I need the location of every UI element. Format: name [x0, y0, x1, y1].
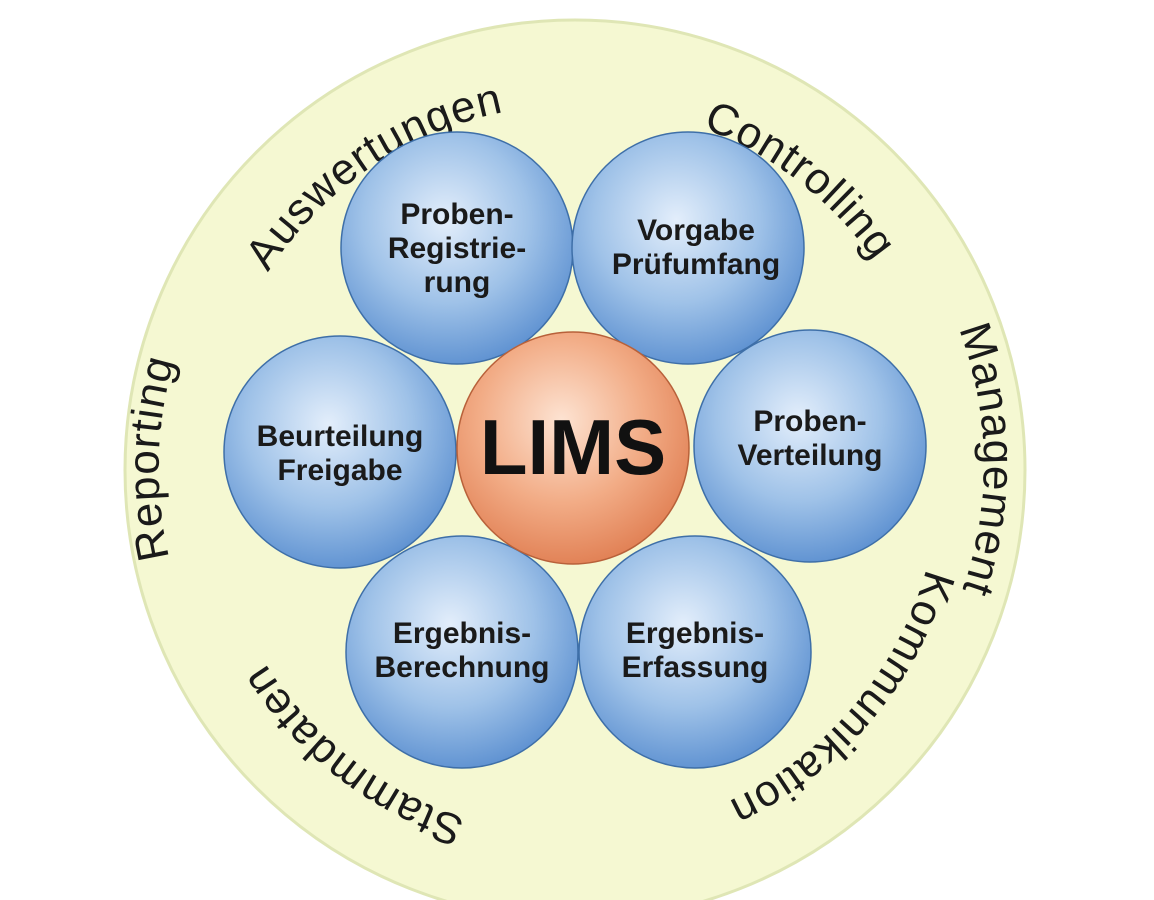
module-label-line: Proben- — [753, 405, 866, 438]
module-proben-registrierung: Proben- Registrie- rung — [340, 131, 574, 365]
module-beurteilung-freigabe: Beurteilung Freigabe — [223, 335, 457, 569]
module-label-line: Freigabe — [277, 454, 402, 487]
module-label-line: Ergebnis- — [393, 617, 531, 650]
center-node: LIMS — [456, 331, 690, 565]
module-label-line: Registrie- — [388, 232, 526, 265]
module-label-line: rung — [424, 266, 491, 299]
module-label-line: Ergebnis- — [626, 617, 764, 650]
module-ergebnis-erfassung: Ergebnis- Erfassung — [578, 535, 812, 769]
module-label-line: Prüfumfang — [612, 248, 780, 281]
module-label-line: Erfassung — [622, 651, 769, 684]
center-label: LIMS — [480, 403, 666, 491]
module-bubbles: Proben- Registrie- rung Vorgabe Prüfumfa… — [223, 131, 927, 769]
module-label-line: Berechnung — [374, 651, 549, 684]
module-label-line: Proben- — [400, 198, 513, 231]
module-label-line: Vorgabe — [637, 214, 755, 247]
module-label-line: Verteilung — [737, 439, 882, 472]
module-ergebnis-berechnung: Ergebnis- Berechnung — [345, 535, 579, 769]
module-proben-verteilung: Proben- Verteilung — [693, 329, 927, 563]
module-vorgabe-pruefumfang: Vorgabe Prüfumfang — [571, 131, 805, 365]
module-label-line: Beurteilung — [257, 420, 424, 453]
